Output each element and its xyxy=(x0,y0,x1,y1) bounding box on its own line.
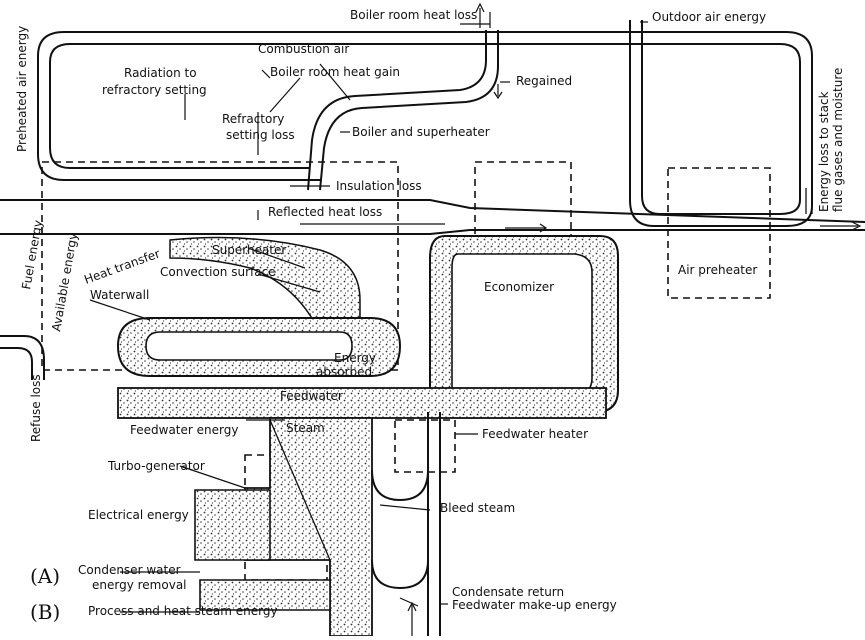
label-process-and-heat-steam-energy: Process and heat steam energy xyxy=(88,604,278,618)
label-superheater: Superheater xyxy=(212,243,286,257)
label-energy-loss-to-stack-line1: Energy loss to stack xyxy=(817,91,831,212)
bleed-steam-pipes xyxy=(372,412,440,636)
label-heat-transfer: Heat transfer xyxy=(82,246,162,286)
combustion-air-duct xyxy=(38,20,812,226)
label-insulation-loss: Insulation loss xyxy=(336,179,422,193)
label-refractory-setting: refractory setting xyxy=(102,83,207,97)
label-waterwall: Waterwall xyxy=(90,288,149,302)
regained-arrow xyxy=(494,84,502,98)
label-refractory: Refractory xyxy=(222,112,284,126)
label-refuse-loss: Refuse loss xyxy=(29,374,43,442)
label-absorbed: absorbed xyxy=(316,365,372,379)
label-steam: Steam xyxy=(286,421,325,435)
label-condensate-return: Condensate return xyxy=(452,585,564,599)
label-outdoor-air-energy: Outdoor air energy xyxy=(652,10,766,24)
label-available-energy: Available energy xyxy=(49,232,80,333)
marker-a: (A) xyxy=(30,564,60,588)
label-feedwater-makeup-energy: Feedwater make-up energy xyxy=(452,598,617,612)
feedwater-heater-boundary xyxy=(395,420,455,472)
label-condenser-water-line2: energy removal xyxy=(92,578,187,592)
feedwater-band xyxy=(118,388,606,418)
label-boiler-and-superheater: Boiler and superheater xyxy=(352,125,490,139)
label-feedwater: Feedwater xyxy=(280,389,343,403)
label-energy-loss-to-stack-line2: flue gases and moisture xyxy=(831,68,845,212)
marker-b: (B) xyxy=(30,600,60,624)
air-preheater-boundary xyxy=(668,168,770,298)
label-condenser-water-line1: Condenser water xyxy=(78,563,181,577)
label-boiler-room-heat-gain: Boiler room heat gain xyxy=(270,65,400,79)
label-air-preheater: Air preheater xyxy=(678,263,757,277)
economizer-water-loop xyxy=(430,236,618,412)
label-electrical-energy: Electrical energy xyxy=(88,508,189,522)
refuse-loss-pipe xyxy=(0,336,44,380)
label-setting-loss: setting loss xyxy=(226,128,295,142)
label-radiation-to: Radiation to xyxy=(124,66,197,80)
label-economizer: Economizer xyxy=(484,280,554,294)
label-feedwater-energy: Feedwater energy xyxy=(130,423,238,437)
label-turbo-generator: Turbo-generator xyxy=(107,459,205,473)
label-convection-surface: Convection surface xyxy=(160,265,276,279)
label-energy: Energy xyxy=(334,351,376,365)
label-reflected-heat-loss: Reflected heat loss xyxy=(268,205,382,219)
label-bleed-steam: Bleed steam xyxy=(440,501,515,515)
label-boiler-room-heat-loss: Boiler room heat loss xyxy=(350,8,477,22)
label-regained: Regained xyxy=(516,74,572,88)
main-gas-flow xyxy=(0,200,865,234)
label-feedwater-heater: Feedwater heater xyxy=(482,427,588,441)
label-preheated-air-energy: Preheated air energy xyxy=(15,26,29,152)
label-combustion-air: Combustion air xyxy=(258,42,349,56)
